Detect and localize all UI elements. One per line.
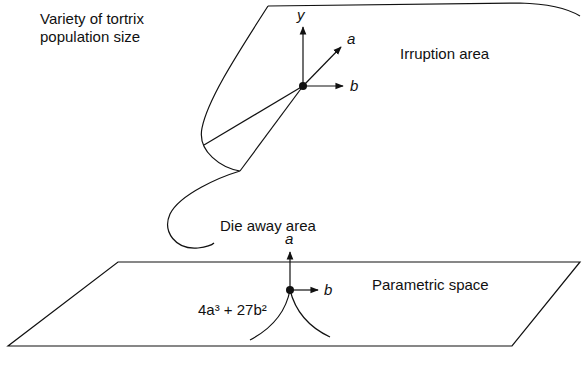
axis-label: b xyxy=(350,77,358,95)
origin-dot xyxy=(299,82,307,90)
y-axis xyxy=(302,27,303,86)
axis-label: y xyxy=(297,6,305,24)
fold-line xyxy=(240,86,303,171)
surface-title: Variety of tortrix population size xyxy=(40,10,185,46)
axis-label: a xyxy=(347,30,355,48)
a-axis xyxy=(289,252,290,290)
origin-dot xyxy=(286,286,294,294)
b-axis xyxy=(303,85,343,86)
region-label: Die away area xyxy=(220,217,316,235)
fold-line xyxy=(204,86,303,145)
surface-profile xyxy=(168,6,268,248)
axis-label: b xyxy=(324,281,332,299)
a-axis xyxy=(303,47,341,86)
b-axis xyxy=(290,289,318,290)
axis-label: a xyxy=(285,230,293,248)
region-label: Irruption area xyxy=(400,45,489,63)
surface-edge xyxy=(268,3,580,16)
parametric-plane xyxy=(8,262,580,346)
plane-label: Parametric space xyxy=(372,276,489,294)
formula-label: 4a³ + 27b² xyxy=(198,301,267,319)
